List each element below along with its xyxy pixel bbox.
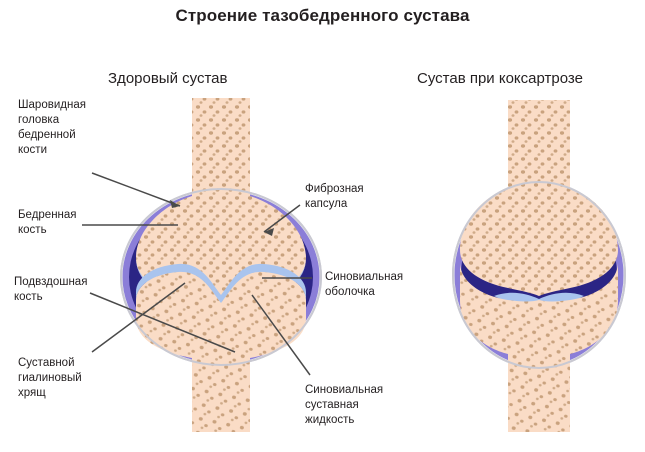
capsule-outline-healthy: [120, 188, 322, 366]
capsule-outline-diseased: [452, 181, 626, 369]
label-synovial-fluid: Синовиальная суставная жидкость: [305, 384, 384, 426]
leader-fibrous-capsule: [263, 204, 301, 233]
healthy-joint-illustration: [120, 98, 322, 432]
label-ilium: Подвздошная кость: [14, 276, 88, 303]
ilium-bone-diseased: [460, 262, 618, 432]
leader-ilium: [89, 292, 236, 353]
leader-cartilage: [91, 282, 186, 353]
page-title: Строение тазобедренного сустава: [175, 6, 470, 25]
leader-lines: [82, 172, 312, 376]
panel-subtitle-diseased: Сустав при коксартрозе: [417, 70, 583, 87]
panel-subtitle-healthy: Здоровый сустав: [108, 70, 228, 87]
label-synovial-membrane: Синовиальная оболочка: [325, 271, 404, 298]
label-femoral-head: Шаровидная головка бедренной кости: [18, 99, 86, 156]
label-femur: Бедренная кость: [18, 209, 77, 236]
label-articular-cartilage: Суставной гиалиновый хрящ: [18, 357, 82, 399]
diseased-joint-illustration: [452, 100, 626, 432]
label-fibrous-capsule: Фиброзная капсула: [305, 183, 364, 210]
femur-bone-healthy: [136, 98, 306, 306]
leader-synovial-fluid: [251, 294, 311, 376]
femur-bone-diseased: [460, 100, 618, 296]
articular-cartilage-lower-healthy: [136, 263, 306, 303]
leader-femoral-head: [91, 172, 181, 207]
